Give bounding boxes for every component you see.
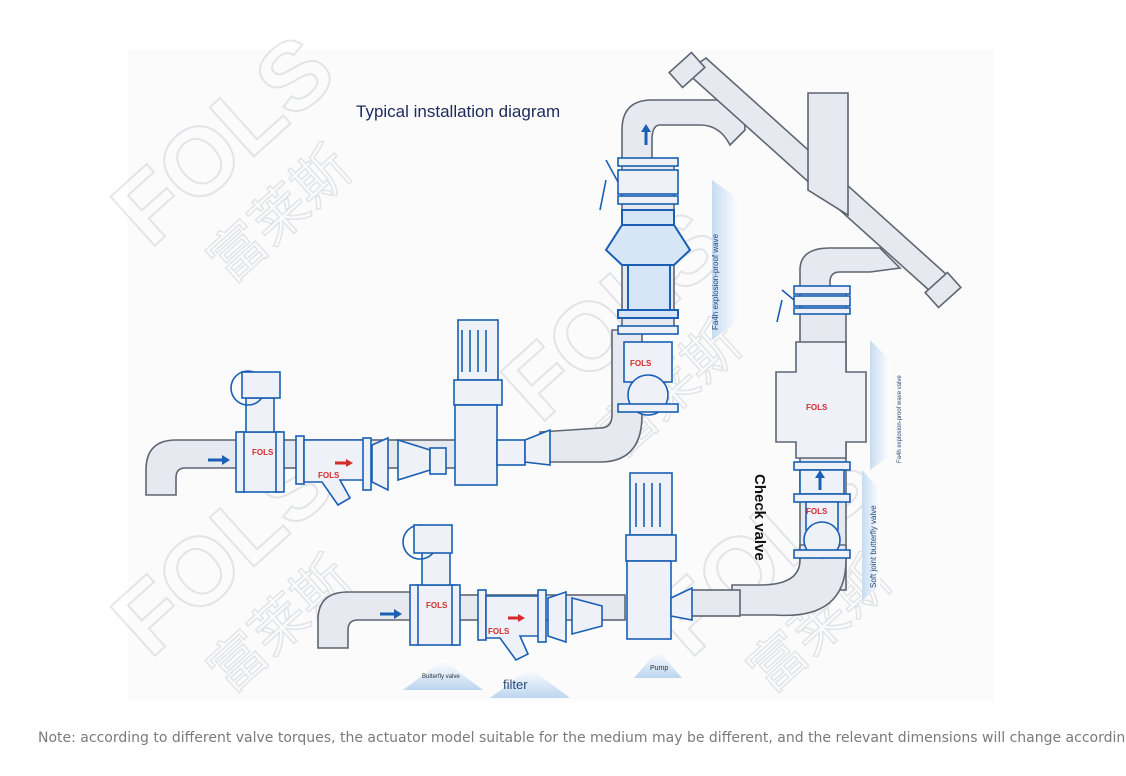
svg-text:FOLS: FOLS — [806, 403, 828, 412]
lower-y-filter: FOLS — [477, 589, 547, 662]
lower-pump — [625, 472, 693, 640]
flow-arrows — [208, 124, 825, 622]
label-butterfly-valve: Butterfly valve — [422, 674, 460, 680]
label-markers — [403, 180, 890, 698]
lower-butterfly-valve: FOLS — [402, 524, 461, 646]
explosion-proof-valve-right: FOLS — [775, 341, 867, 459]
svg-text:FOLS: FOLS — [630, 359, 652, 368]
explosion-proof-valve-top — [604, 209, 692, 319]
diagram-title: Typical installation diagram — [356, 102, 560, 121]
label-explosion-proof-valve-mid: Fa4h explosion-proof wave valve — [897, 375, 903, 463]
svg-text:FOLS: FOLS — [806, 507, 828, 516]
lower-expander — [547, 590, 603, 644]
label-filter: filter — [503, 677, 528, 692]
upper-y-filter: FOLS — [295, 435, 372, 507]
footnote: Note: according to different valve torqu… — [38, 730, 1126, 746]
label-explosion-proof-valve-top: Fa4h explosion-proof wave — [711, 233, 720, 330]
svg-text:FOLS: FOLS — [252, 448, 274, 457]
upper-butterfly-valve: FOLS — [230, 370, 285, 493]
right-butterfly-valve — [776, 285, 851, 323]
riser-butterfly-valve — [599, 157, 679, 211]
svg-text:FOLS: FOLS — [318, 471, 340, 480]
label-check-valve: Check valve — [751, 474, 768, 561]
riser-check-valve: FOLS — [617, 325, 679, 416]
label-pump: Pump — [650, 665, 668, 672]
upper-pump — [453, 319, 551, 486]
svg-text:FOLS: FOLS — [426, 601, 448, 610]
upper-expander — [371, 436, 447, 492]
label-soft-joint-butterfly: Soft joint butterfly valve — [869, 505, 878, 588]
svg-text:FOLS: FOLS — [488, 627, 510, 636]
soft-joint-butterfly-valve: FOLS — [793, 461, 851, 559]
